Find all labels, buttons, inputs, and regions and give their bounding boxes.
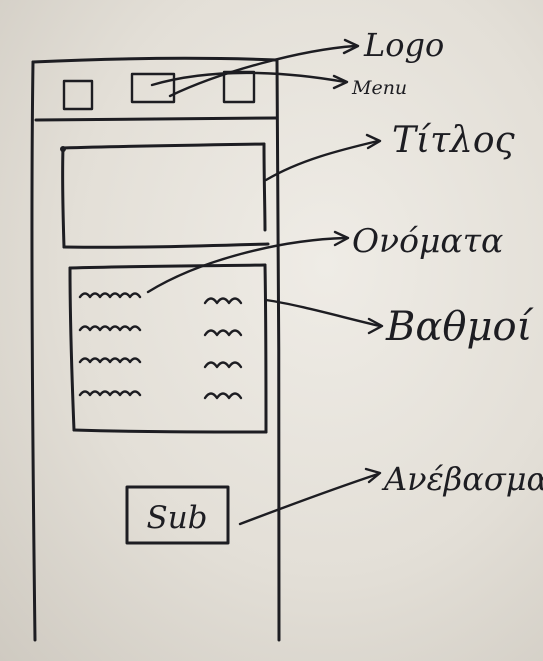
header-icon-left (62, 79, 94, 111)
submit-button-label: Sub (146, 500, 207, 536)
grade-squiggle (203, 297, 243, 305)
name-squiggle (78, 292, 142, 299)
grade-squiggle (203, 329, 243, 337)
submit-button[interactable]: Sub (125, 485, 230, 545)
names-arrow (146, 230, 350, 294)
logo-arrow (168, 38, 360, 98)
annotation-logo: Logo (363, 26, 444, 64)
name-squiggle (78, 325, 142, 332)
annotation-names: Ονόματα (352, 221, 503, 260)
upload-arrow (238, 467, 382, 526)
grade-squiggle (203, 392, 243, 400)
annotation-title: Τίτλος (392, 120, 516, 161)
menu-arrow (150, 71, 349, 90)
grades-arrow (264, 298, 384, 335)
name-squiggle (78, 390, 142, 397)
header-divider (34, 116, 278, 122)
phone-frame (30, 56, 281, 642)
names-column (78, 292, 142, 397)
grades-column (203, 297, 243, 400)
grades-table (68, 263, 268, 434)
annotation-upload: Ανέβασμα (381, 460, 543, 498)
annotation-grades: Βαθμοί (385, 304, 535, 350)
grade-squiggle (203, 361, 243, 369)
title-arrow (264, 133, 382, 182)
annotation-menu: Menu (351, 77, 407, 99)
title-box (60, 142, 270, 249)
menu-icon-box (222, 70, 256, 104)
logo-box (130, 72, 176, 104)
name-squiggle (78, 357, 142, 364)
